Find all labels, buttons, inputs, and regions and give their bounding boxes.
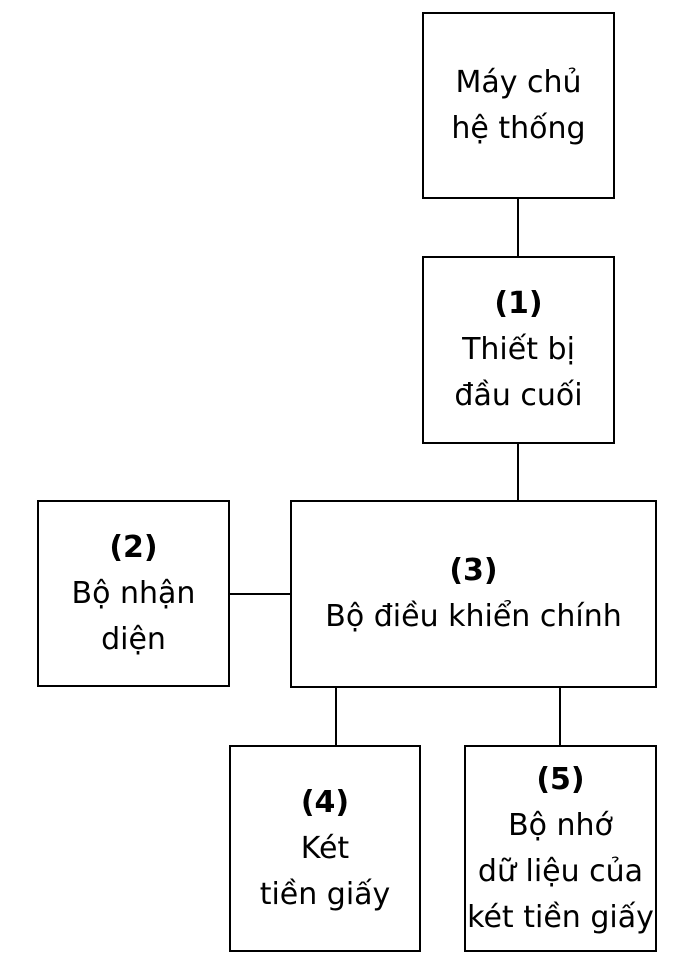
terminal-node: (1) Thiết bị đầu cuối xyxy=(422,256,615,444)
memory-label-line1: Bộ nhớ xyxy=(508,807,613,843)
connector-terminal-controller xyxy=(517,442,519,501)
recognizer-label-line2: diện xyxy=(101,621,166,657)
connector-recognizer-controller xyxy=(229,593,291,595)
cash-safe-node: (4) Két tiền giấy xyxy=(229,745,421,952)
memory-label-line3: két tiền giấy xyxy=(467,899,654,935)
memory-node: (5) Bộ nhớ dữ liệu của két tiền giấy xyxy=(464,745,657,952)
recognizer-number: (2) xyxy=(109,529,158,565)
server-label-line1: Máy chủ xyxy=(455,64,582,100)
controller-number: (3) xyxy=(449,553,498,588)
terminal-label-line2: đầu cuối xyxy=(454,378,583,413)
controller-node: (3) Bộ điều khiển chính xyxy=(290,500,657,688)
memory-number: (5) xyxy=(536,761,585,797)
connector-controller-memory xyxy=(559,686,561,747)
cash-safe-label-line2: tiền giấy xyxy=(259,876,391,912)
connector-controller-cash-safe xyxy=(335,686,337,747)
cash-safe-label-line1: Két xyxy=(300,830,350,866)
recognizer-label-line1: Bộ nhận xyxy=(71,575,196,611)
controller-label-line1: Bộ điều khiển chính xyxy=(325,599,622,634)
server-label-line2: hệ thống xyxy=(451,110,586,146)
terminal-label-line1: Thiết bị xyxy=(462,332,575,367)
cash-safe-number: (4) xyxy=(300,784,350,820)
terminal-number: (1) xyxy=(494,286,543,321)
server-node: Máy chủ hệ thống xyxy=(422,12,615,199)
memory-label-line2: dữ liệu của xyxy=(477,853,644,889)
connector-server-terminal xyxy=(517,197,519,258)
recognizer-node: (2) Bộ nhận diện xyxy=(37,500,230,687)
